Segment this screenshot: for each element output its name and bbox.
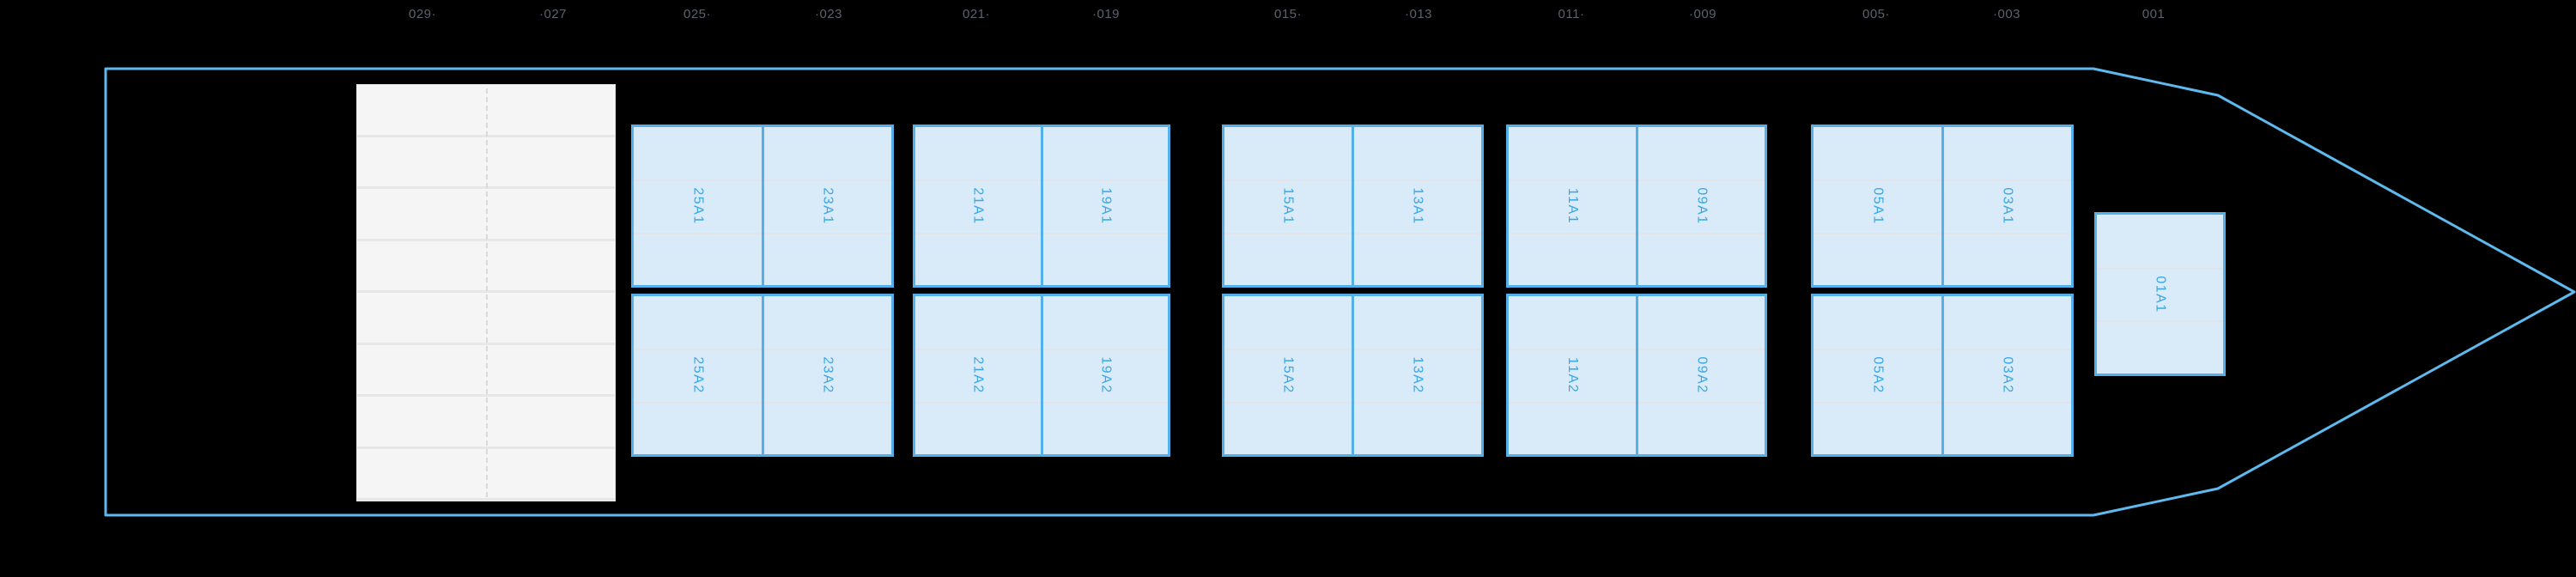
bay-cell-05A1[interactable]: 05A1 [1814,127,1941,285]
bay-cell-label: 03A1 [2000,187,2015,225]
bay-cell-19A2[interactable]: 19A2 [1040,296,1169,454]
bay-tick-label-021: 021· [962,7,991,21]
bay-cell-21A1[interactable]: 21A1 [915,127,1041,285]
bay-block-11A2-09A2: 11A2 09A2 [1506,294,1767,457]
bay-cell-15A1[interactable]: 15A1 [1224,127,1352,285]
bay-tick-label-025: 025· [683,7,712,21]
bay-tick-label-013: ·013 [1404,7,1433,21]
bay-cell-03A2[interactable]: 03A2 [1941,296,2072,454]
bay-cell-05A2[interactable]: 05A2 [1814,296,1941,454]
bay-tick-label-029: 029· [408,7,437,21]
bay-block-01A1: 01A1 [2094,212,2226,376]
bay-cell-label: 19A1 [1098,187,1114,225]
bay-tick-label-027: ·027 [538,7,568,21]
bay-cell-label: 21A2 [970,356,986,394]
bay-cell-03A1[interactable]: 03A1 [1941,127,2072,285]
bay-cell-23A1[interactable]: 23A1 [761,127,892,285]
bay-tick-label-005: 005· [1862,7,1891,21]
bay-cell-25A1[interactable]: 25A1 [634,127,762,285]
bay-cell-label: 21A1 [970,187,986,225]
bay-cell-label: 15A1 [1281,187,1296,225]
bay-cell-label: 03A2 [2000,356,2015,394]
bay-cell-21A2[interactable]: 21A2 [915,296,1041,454]
bay-block-21A1-19A1: 21A1 19A1 [913,125,1170,288]
hull-outline [104,67,2576,517]
bay-cell-23A2[interactable]: 23A2 [761,296,892,454]
bay-cell-label: 09A2 [1694,356,1710,394]
bay-tick-label-009: ·009 [1688,7,1717,21]
bay-tick-label-015: 015· [1273,7,1303,21]
bay-block-25A2-23A2: 25A2 23A2 [631,294,894,457]
bay-tick-label-019: ·019 [1091,7,1121,21]
bay-block-15A2-13A2: 15A2 13A2 [1222,294,1484,457]
bay-cell-11A1[interactable]: 11A1 [1509,127,1636,285]
bay-cell-label: 05A2 [1870,356,1886,394]
bay-tick-label-003: ·003 [1992,7,2021,21]
deckhouse-grid [356,84,616,501]
bay-slot-line [2097,267,2223,270]
bay-block-11A1-09A1: 11A1 09A1 [1506,125,1767,288]
bay-cell-15A2[interactable]: 15A2 [1224,296,1352,454]
bay-cell-01A1[interactable]: 01A1 [2097,215,2223,374]
bay-cell-label: 13A2 [1411,356,1425,394]
deckhouse-center-divider [486,88,488,497]
bay-cell-09A2[interactable]: 09A2 [1635,296,1765,454]
bay-cell-13A2[interactable]: 13A2 [1352,296,1481,454]
bay-cell-25A2[interactable]: 25A2 [634,296,762,454]
bay-cell-label: 05A1 [1870,187,1886,225]
bay-cell-09A1[interactable]: 09A1 [1635,127,1765,285]
bay-block-21A2-19A2: 21A2 19A2 [913,294,1170,457]
bay-tick-label-001: 001 [2142,7,2166,21]
bay-block-05A1-03A1: 05A1 03A1 [1811,125,2074,288]
bay-cell-label: 11A2 [1564,356,1580,394]
bay-block-05A2-03A2: 05A2 03A2 [1811,294,2074,457]
bay-cell-label: 13A1 [1411,187,1425,225]
bay-cell-label: 25A1 [690,187,706,225]
bay-cell-label: 19A2 [1098,356,1114,394]
bay-cell-label: 09A1 [1694,187,1710,225]
bay-cell-11A2[interactable]: 11A2 [1509,296,1636,454]
bay-cell-label: 23A1 [820,187,835,225]
bay-cell-label: 01A1 [2153,275,2168,313]
deckhouse-row [357,449,615,501]
bay-cell-label: 25A2 [690,356,706,394]
bay-cell-13A1[interactable]: 13A1 [1352,127,1481,285]
bay-cell-19A1[interactable]: 19A1 [1040,127,1169,285]
bay-block-15A1-13A1: 15A1 13A1 [1222,125,1484,288]
bay-cell-label: 23A2 [820,356,835,394]
bay-tick-label-023: ·023 [814,7,843,21]
bay-cell-label: 11A1 [1564,187,1580,225]
bay-tick-label-011: 011· [1558,7,1585,21]
bay-slot-line [2097,320,2223,323]
bay-cell-label: 15A2 [1281,356,1296,394]
bay-block-25A1-23A1: 25A1 23A1 [631,125,894,288]
